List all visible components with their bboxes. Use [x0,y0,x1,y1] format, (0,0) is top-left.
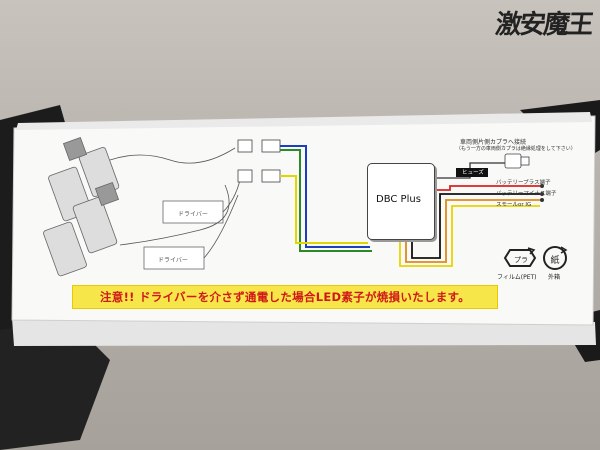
wire-label-battery-plus: バッテリープラス端子 [496,180,551,186]
fuse-label: ヒューズ [462,170,484,176]
top-note-2: （もう一方の車両側カプラは絶縁処理をして下さい） [456,146,576,152]
paper-box-label: 外箱 [548,274,561,281]
warning-text: 注意!! ドライバーを介さず通電した場合LED素子が焼損いたします。 [99,290,471,304]
controller-label: DBC Plus [376,194,421,205]
paper-recycle-icon [543,246,568,270]
wire-label-battery-minus: バッテリーマイナス端子 [496,191,557,197]
top-note-1: 車両側片側カプラへ接続 [460,139,527,146]
pet-label: フィルム(PET) [497,274,537,281]
driver-label-1: ドライバー [178,211,208,218]
led-bulb-illustration [43,136,120,277]
paper-mark-text: 紙 [550,256,560,266]
pla-mark-text: プラ [514,256,528,264]
driver-label-2: ドライバー [158,257,188,264]
pla-recycle-icon [503,247,537,267]
wire-label-small-ig: スモールor IG [496,202,532,208]
warning-banner: 注意!! ドライバーを介さず通電した場合LED素子が焼損いたします。 [72,285,498,309]
dbc-plus-controller: DBC Plus [367,163,435,240]
